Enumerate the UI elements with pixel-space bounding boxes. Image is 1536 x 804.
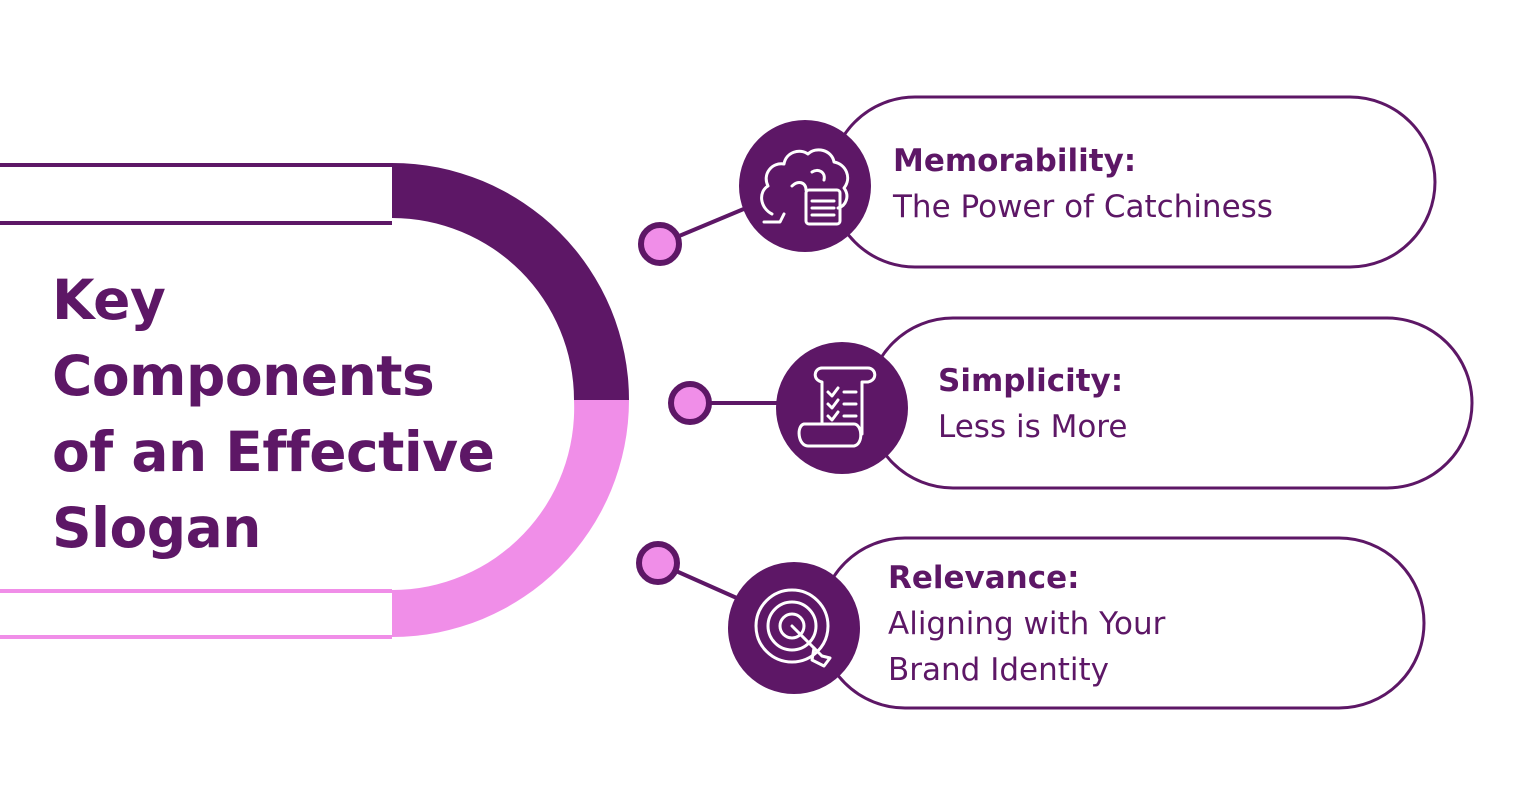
title-line: Components: [52, 344, 435, 408]
bottom-inner-line: [0, 589, 392, 593]
top-outer-line: [0, 163, 392, 167]
item-simplicity: [668, 316, 1474, 490]
icon-circle: [776, 342, 908, 474]
target-arrow-icon: [754, 588, 832, 668]
checklist-scroll-icon: [797, 366, 877, 448]
connector-dot: [668, 381, 712, 425]
slogan-title: Key Components of an Effective Slogan: [52, 262, 572, 566]
card-description: Less is More: [938, 409, 1128, 445]
title-panel-frame: [0, 163, 629, 639]
item-relevance: [636, 536, 1426, 710]
title-line: Slogan: [52, 496, 261, 560]
title-line: Key: [52, 268, 166, 332]
card-heading: Memorability:: [893, 143, 1137, 179]
simplicity-text: Simplicity: Less is More: [938, 358, 1127, 450]
card-description: Brand Identity: [888, 652, 1109, 688]
connector-dot: [636, 541, 680, 585]
brain-document-icon: [760, 148, 850, 226]
card-heading: Simplicity:: [938, 363, 1124, 399]
bottom-outer-line: [0, 635, 392, 639]
arc-bottom-segment: [392, 400, 629, 637]
card-description: The Power of Catchiness: [893, 189, 1273, 225]
title-line: of an Effective: [52, 420, 495, 484]
memorability-text: Memorability: The Power of Catchiness: [893, 138, 1273, 230]
connector-dot: [638, 222, 682, 266]
item-memorability: [638, 95, 1437, 269]
top-inner-line: [0, 221, 392, 225]
card-description: Aligning with Your: [888, 606, 1166, 642]
relevance-text: Relevance: Aligning with Your Brand Iden…: [888, 555, 1165, 693]
arc-top-segment: [392, 163, 629, 400]
card-heading: Relevance:: [888, 560, 1080, 596]
